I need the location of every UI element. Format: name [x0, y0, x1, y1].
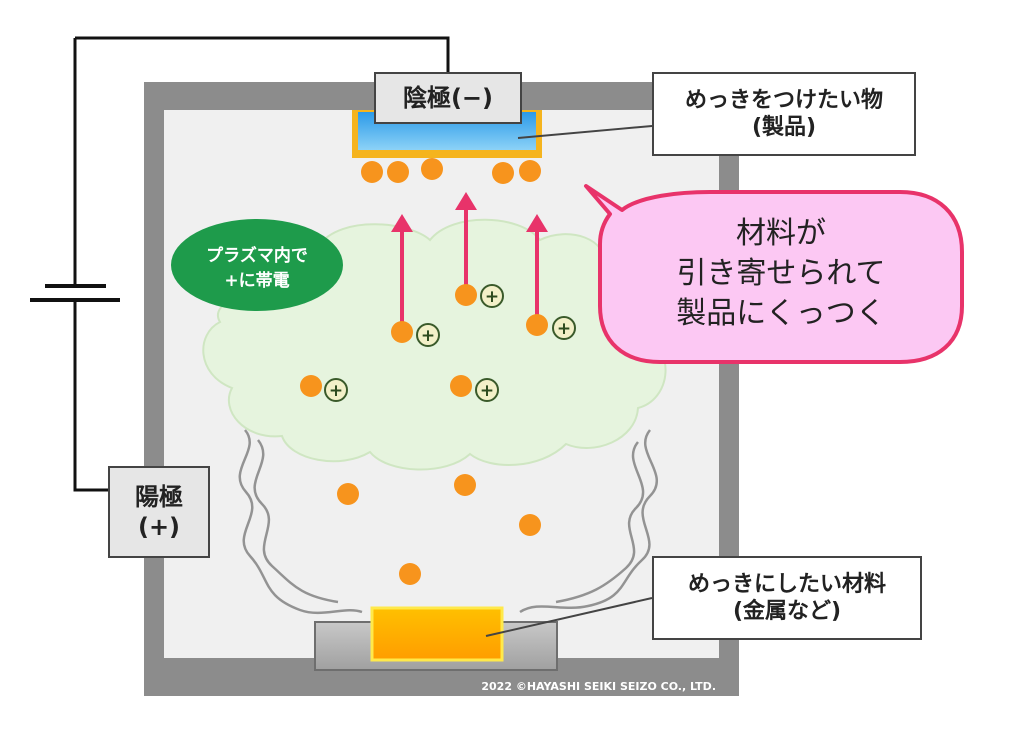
- particle: [454, 474, 476, 496]
- ion-particle: [455, 284, 477, 306]
- attraction-arrows: [391, 192, 548, 330]
- material-leader-line: [485, 597, 653, 637]
- product-label-line1: めっきをつけたい物: [684, 87, 883, 113]
- vapor-wisp: [555, 441, 645, 604]
- material-label-line2: (金属など): [732, 599, 842, 624]
- ion-particle: [526, 314, 548, 336]
- product-leader-line: [517, 125, 653, 139]
- plus-sign: +: [421, 326, 435, 346]
- anode-label: 陽極 (+): [108, 466, 210, 558]
- anode-label-line1: 陽極: [135, 483, 183, 511]
- charged-ions: + + + + +: [300, 284, 576, 402]
- plasma-note-ellipse: [171, 219, 343, 311]
- product-label: めっきをつけたい物 (製品): [652, 72, 916, 156]
- material-label: めっきにしたい材料 (金属など): [652, 556, 922, 640]
- plus-charge-icon: [324, 378, 348, 402]
- plus-charge-icon: [416, 323, 440, 347]
- plus-sign: +: [329, 381, 343, 401]
- anode-label-line2: (+): [137, 513, 181, 541]
- plus-charge-icon: [552, 316, 576, 340]
- arrow-head: [391, 214, 413, 232]
- plus-sign: +: [480, 381, 494, 401]
- ion-particle: [300, 375, 322, 397]
- vapor-wisp: [519, 429, 658, 614]
- speech-bubble-text: 材料が 引き寄せられて 製品にくっつく: [606, 214, 956, 334]
- copyright-notice: 2022 ©HAYASHI SEIKI SEIZO CO., LTD.: [481, 680, 716, 693]
- particle: [519, 160, 541, 182]
- source-material: [370, 606, 504, 662]
- cathode-label-text: 陰極(−): [402, 84, 494, 112]
- plasma-note-line1: プラズマ内で: [206, 246, 308, 266]
- deposited-particles: [361, 158, 541, 184]
- wire-left-lower: [73, 300, 108, 492]
- ion-particle: [450, 375, 472, 397]
- particle: [399, 563, 421, 585]
- plus-sign: +: [485, 287, 499, 307]
- plasma-note-line2: +に帯電: [224, 270, 290, 291]
- arrow-head: [526, 214, 548, 232]
- vapor-wisps: [238, 429, 658, 615]
- particle: [421, 158, 443, 180]
- particle: [519, 514, 541, 536]
- plasma-note: プラズマ内で +に帯電: [172, 244, 342, 293]
- speech-bubble-line3: 製品にくっつく: [676, 295, 886, 331]
- wire-top: [75, 36, 450, 72]
- evaporating-particles: [337, 474, 541, 585]
- ion-particle: [391, 321, 413, 343]
- product-label-line2: (製品): [751, 115, 817, 140]
- particle: [361, 161, 383, 183]
- cathode-label: 陰極(−): [374, 72, 522, 124]
- particle: [387, 161, 409, 183]
- vapor-wisp: [253, 439, 339, 604]
- particle: [492, 162, 514, 184]
- plus-charge-icon: [475, 378, 499, 402]
- arrow-head: [455, 192, 477, 210]
- plus-sign: +: [557, 319, 571, 339]
- vapor-wisp: [238, 429, 363, 615]
- material-label-line1: めっきにしたい材料: [687, 571, 886, 597]
- speech-bubble-line1: 材料が: [736, 216, 826, 251]
- speech-bubble: [584, 184, 964, 364]
- particle: [337, 483, 359, 505]
- plus-charge-icon: [480, 284, 504, 308]
- speech-bubble-line2: 引き寄せられて: [676, 255, 886, 291]
